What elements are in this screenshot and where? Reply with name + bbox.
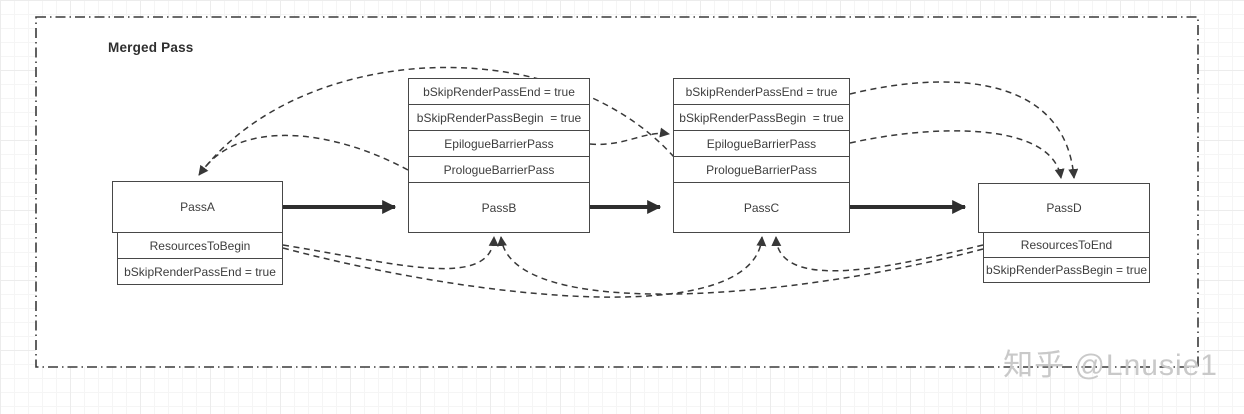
node-passa-resources-to-begin: ResourcesToBegin xyxy=(117,232,283,259)
watermark: 知乎 @Lnusie1 xyxy=(1003,349,1218,382)
node-passc-bskiprenderpassbegin: bSkipRenderPassBegin = true xyxy=(673,104,850,131)
dep-passa-resources-to-passc xyxy=(282,236,767,298)
dep-passb-prologue-to-passa xyxy=(202,134,409,171)
node-passc-prologue-barrier: PrologueBarrierPass xyxy=(673,156,850,183)
dep-passd-resources-to-passb xyxy=(497,236,984,295)
dep-passd-resources-to-passc xyxy=(771,236,984,272)
dep-passc-epilogue-to-passd xyxy=(849,130,1065,179)
dep-passa-resources-to-passb xyxy=(282,236,499,270)
node-passb-prologue-barrier: PrologueBarrierPass xyxy=(408,156,590,183)
node-passa-bskiprenderpassend: bSkipRenderPassEnd = true xyxy=(117,258,283,285)
node-passc-epilogue-barrier: EpilogueBarrierPass xyxy=(673,130,850,157)
node-passc: PassC xyxy=(673,182,850,233)
node-passc-bskiprenderpassend: bSkipRenderPassEnd = true xyxy=(673,78,850,105)
node-passb: PassB xyxy=(408,182,590,233)
node-passb-epilogue-barrier: EpilogueBarrierPass xyxy=(408,130,590,157)
dep-passc-prologue-to-passa xyxy=(198,66,675,176)
node-passb-bskiprenderpassbegin: bSkipRenderPassBegin = true xyxy=(408,104,590,131)
node-passd-resources-to-end: ResourcesToEnd xyxy=(983,232,1150,258)
diagram-title: Merged Pass xyxy=(108,40,194,55)
node-passd-bskiprenderpassbegin: bSkipRenderPassBegin = true xyxy=(983,257,1150,283)
node-passa: PassA xyxy=(112,181,283,233)
node-passd: PassD xyxy=(978,183,1150,233)
node-passb-bskiprenderpassend: bSkipRenderPassEnd = true xyxy=(408,78,590,105)
dep-passb-epilogue-to-passc-epilogue xyxy=(589,127,670,146)
